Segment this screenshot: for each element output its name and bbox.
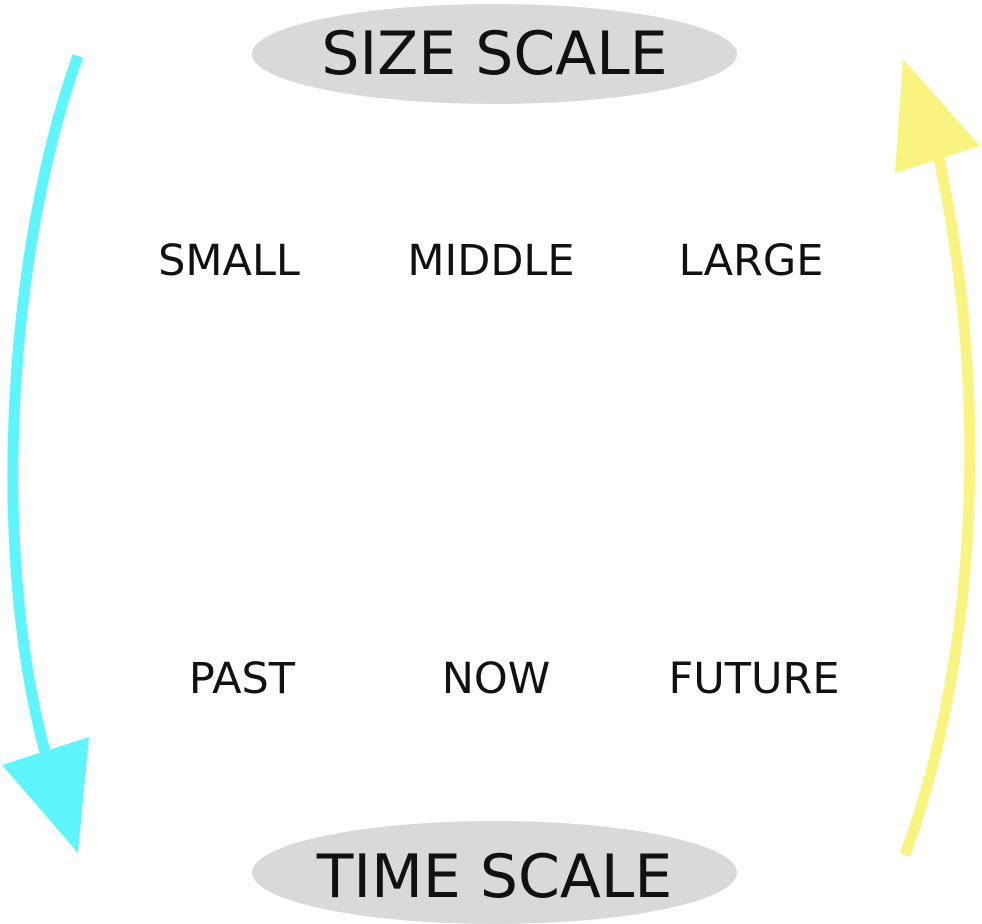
arrow-time-to-size-head: [895, 59, 980, 173]
size-scale-pill: SIZE SCALE: [252, 4, 737, 104]
size-label-small: SMALL: [158, 236, 300, 286]
size-label-middle: MIDDLE: [407, 236, 575, 286]
time-scale-pill: TIME SCALE: [252, 821, 737, 924]
arrow-size-to-time-head: [2, 737, 89, 853]
time-label-now: NOW: [441, 654, 551, 704]
size-scale-title: SIZE SCALE: [321, 19, 668, 89]
arrow-time-to-size: [899, 138, 976, 857]
time-scale-title: TIME SCALE: [316, 841, 673, 912]
size-label-large: LARGE: [678, 236, 824, 286]
time-label-past: PAST: [188, 654, 296, 704]
arrow-size-to-time: [7, 54, 84, 772]
time-label-future: FUTURE: [668, 654, 840, 704]
